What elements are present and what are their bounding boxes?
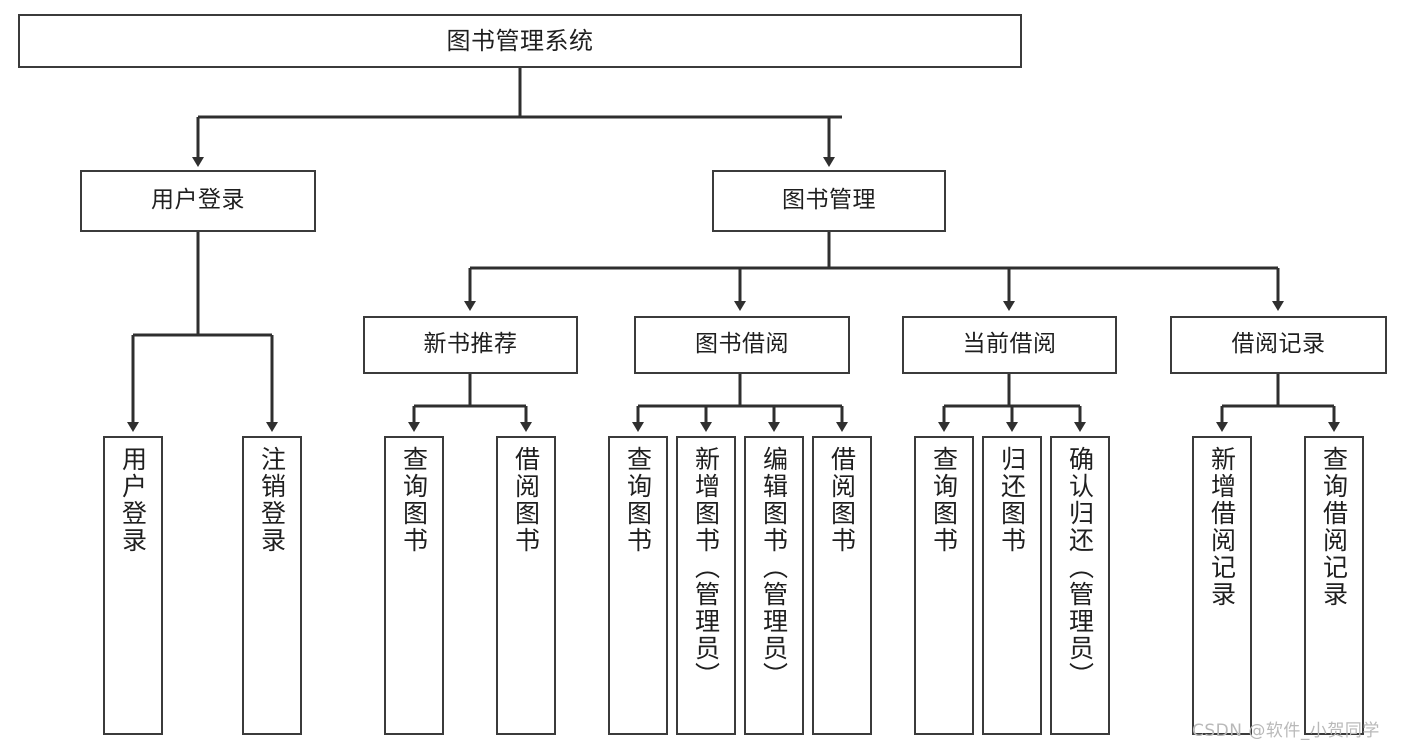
node-label: 借阅记录 <box>1231 331 1326 358</box>
node-label: 查询图书 <box>623 446 653 554</box>
node-label: 归还图书 <box>997 446 1027 554</box>
node-user-login[interactable]: 用户登录 <box>80 170 316 232</box>
leaf-add-book-admin[interactable]: 新增图书（管理员） <box>676 436 736 735</box>
leaf-query-borrow-record[interactable]: 查询借阅记录 <box>1304 436 1364 735</box>
leaf-query-book-current[interactable]: 查询图书 <box>914 436 974 735</box>
node-label: 用户登录 <box>151 187 245 214</box>
leaf-edit-book-admin[interactable]: 编辑图书（管理员） <box>744 436 804 735</box>
leaf-borrow-book[interactable]: 借阅图书 <box>812 436 872 735</box>
leaf-borrow-book-recommend[interactable]: 借阅图书 <box>496 436 556 735</box>
leaf-user-login[interactable]: 用户登录 <box>103 436 163 735</box>
node-label: 确认归还（管理员） <box>1065 446 1095 689</box>
node-label: 图书管理系统 <box>446 26 594 55</box>
leaf-query-book-borrow[interactable]: 查询图书 <box>608 436 668 735</box>
leaf-return-book[interactable]: 归还图书 <box>982 436 1042 735</box>
node-book-borrow[interactable]: 图书借阅 <box>634 316 850 374</box>
leaf-query-book-recommend[interactable]: 查询图书 <box>384 436 444 735</box>
node-label: 图书借阅 <box>695 331 789 358</box>
leaf-confirm-return-admin[interactable]: 确认归还（管理员） <box>1050 436 1110 735</box>
node-current-borrow[interactable]: 当前借阅 <box>902 316 1117 374</box>
csdn-watermark: CSDN @软件_小贺同学 <box>1192 721 1380 741</box>
node-label: 查询图书 <box>399 446 429 554</box>
node-label: 编辑图书（管理员） <box>759 446 789 689</box>
node-root-system[interactable]: 图书管理系统 <box>18 14 1022 68</box>
node-label: 用户登录 <box>118 446 148 554</box>
leaf-logout[interactable]: 注销登录 <box>242 436 302 735</box>
node-label: 当前借阅 <box>962 331 1057 358</box>
node-book-manage[interactable]: 图书管理 <box>712 170 946 232</box>
node-label: 查询借阅记录 <box>1319 446 1349 608</box>
node-label: 新增图书（管理员） <box>691 446 721 689</box>
node-new-book-recommend[interactable]: 新书推荐 <box>363 316 578 374</box>
node-label: 图书管理 <box>782 187 876 214</box>
node-label: 借阅图书 <box>511 446 541 554</box>
node-label: 新书推荐 <box>423 331 518 358</box>
node-label: 新增借阅记录 <box>1207 446 1237 608</box>
node-label: 查询图书 <box>929 446 959 554</box>
node-borrow-record[interactable]: 借阅记录 <box>1170 316 1387 374</box>
node-label: 借阅图书 <box>827 446 857 554</box>
leaf-add-borrow-record[interactable]: 新增借阅记录 <box>1192 436 1252 735</box>
node-label: 注销登录 <box>257 446 287 554</box>
